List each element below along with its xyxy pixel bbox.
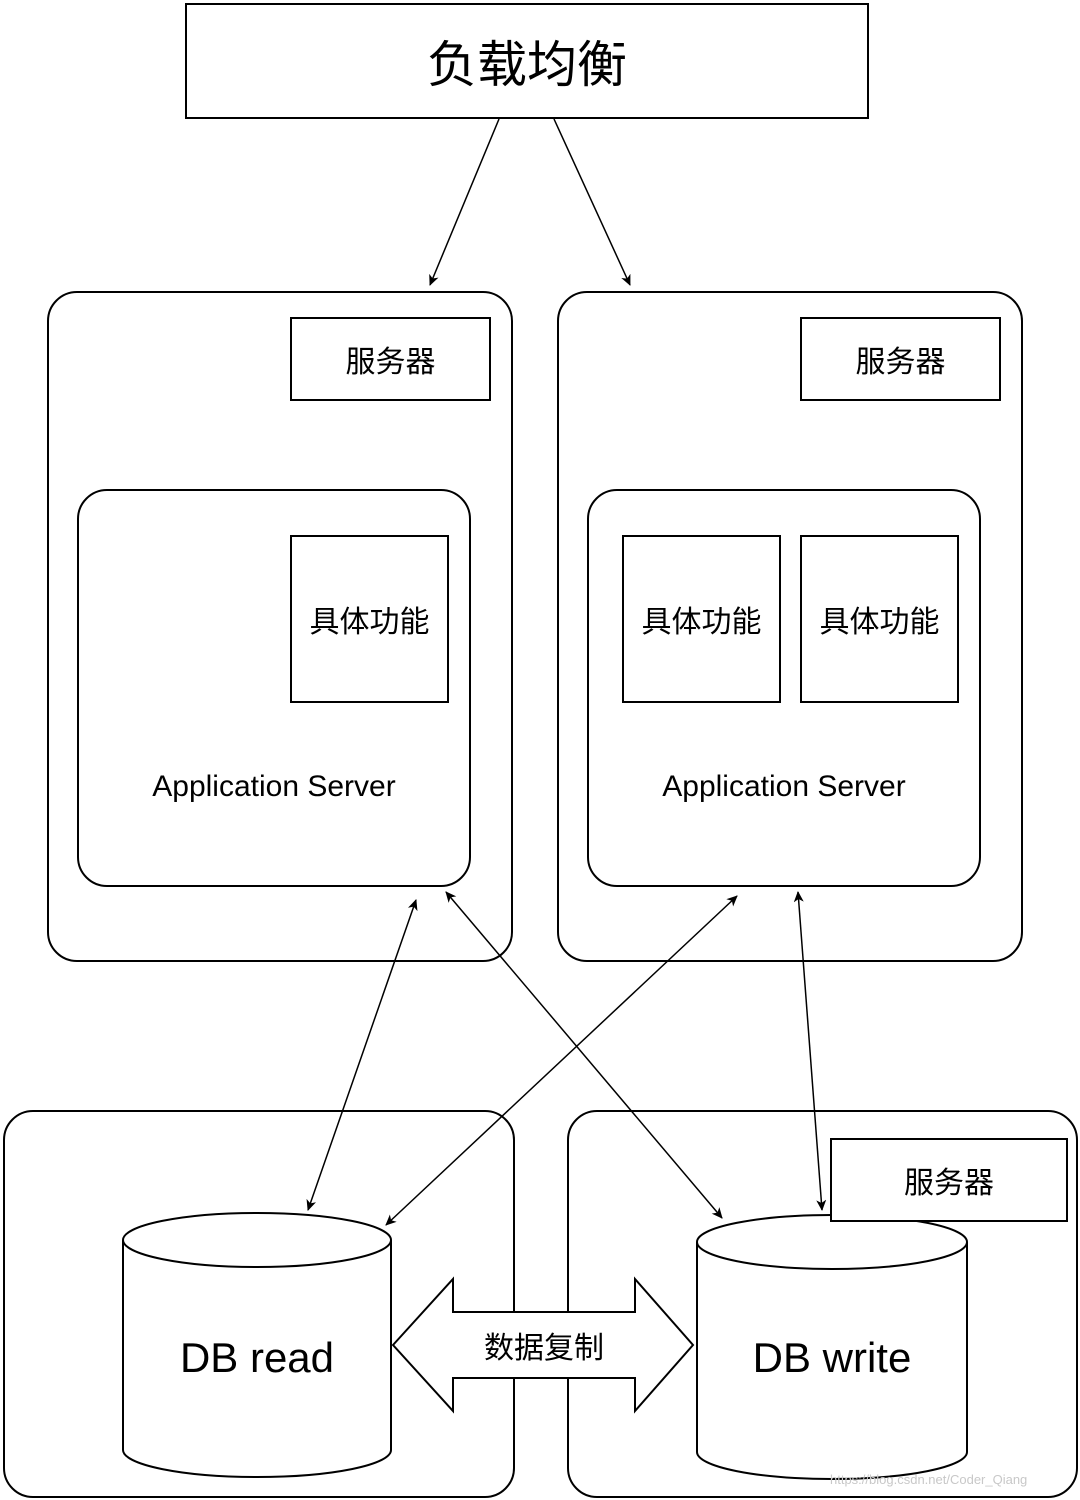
server-2-function-box-1 [622, 535, 781, 703]
load-balancer-label: 负载均衡 [427, 36, 627, 94]
server-2-db-write-arrow [793, 891, 827, 1211]
server-1-tag-box [290, 317, 491, 401]
server-2-tag-box [800, 317, 1001, 401]
server-1-tag: 服务器 [345, 345, 436, 380]
db-write-label: DB write [752, 1334, 912, 1381]
server-2-function-label-2: 具体功能 [819, 605, 940, 640]
lb-to-server-1-arrow [429, 118, 500, 286]
server-1-app-label: Application Server [152, 770, 396, 803]
replication-double-arrow [391, 1276, 695, 1414]
db-write-tag: 服务器 [904, 1166, 994, 1201]
server-2-app-label: Application Server [662, 770, 906, 803]
server-2-tag: 服务器 [855, 345, 946, 380]
server-1-function-label: 具体功能 [309, 605, 430, 640]
db-read-label: DB read [179, 1334, 335, 1381]
db-write-cylinder [696, 1214, 968, 1480]
db-write-tag-box [830, 1138, 1068, 1222]
server-2-db-read-arrow [385, 895, 738, 1226]
load-balancer-box [185, 3, 869, 119]
server-1-function-box [290, 535, 449, 703]
db-read-container [3, 1110, 515, 1498]
server-2-function-box-2 [800, 535, 959, 703]
server-1-app-server [77, 489, 471, 887]
server-1-container [47, 291, 513, 962]
server-2-container [557, 291, 1023, 962]
lb-to-server-2-arrow [553, 118, 631, 286]
db-read-cylinder [122, 1212, 392, 1478]
replication-label: 数据复制 [484, 1331, 604, 1366]
server-1-db-write-arrow [445, 891, 723, 1219]
server-1-db-read-arrow [306, 899, 418, 1211]
watermark: https://blog.csdn.net/Coder_Qiang [830, 1472, 1028, 1487]
server-2-function-label-1: 具体功能 [641, 605, 762, 640]
server-2-app-server [587, 489, 981, 887]
